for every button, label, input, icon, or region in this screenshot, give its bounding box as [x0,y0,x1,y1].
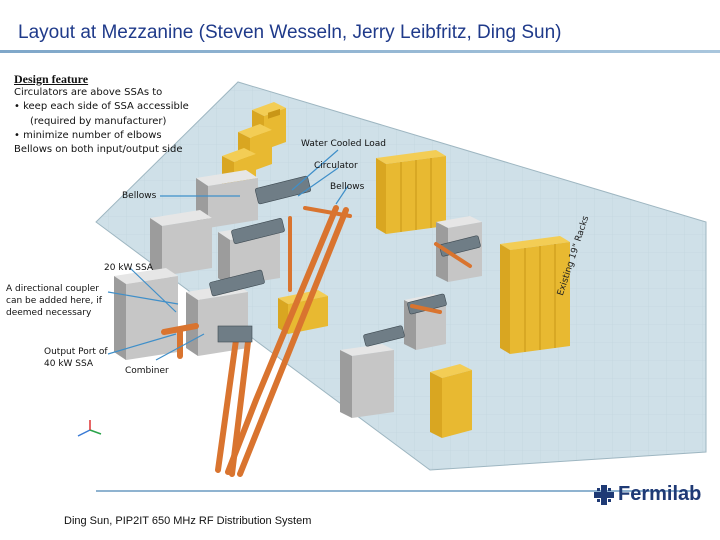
waveguide-pipes [161,205,472,477]
combiner-block [217,325,253,343]
label-directional-coupler: A directional coupler can be added here,… [6,284,102,318]
footer-divider [96,490,696,492]
label-combiner: Combiner [125,366,169,376]
design-line-2: Bellows on both input/output side [14,144,183,156]
design-bullet-1-cont: (required by manufacturer) [30,115,167,127]
label-bellows-right: Bellows [330,182,365,192]
design-bullet-1: • keep each side of SSA accessible [14,101,189,113]
label-water-cooled-load: Water Cooled Load [301,139,386,149]
label-circulator: Circulator [314,161,358,171]
design-bullet-2: • minimize number of elbows [14,129,162,141]
design-feature-heading: Design feature [14,72,89,86]
design-line-1: Circulators are above SSAs to [14,87,163,99]
label-20kw-ssa: 20 kW SSA [104,263,154,273]
footer-text: Ding Sun, PIP2IT 650 MHz RF Distribution… [64,515,312,527]
rack-group-right [278,150,570,438]
title-divider [0,50,720,53]
label-output-port: Output Port of 40 kW SSA [44,347,108,369]
fermilab-logo: Fermilab [594,483,701,506]
page-title: Layout at Mezzanine (Steven Wesseln, Jer… [18,22,562,43]
axis-triad-icon [77,420,102,437]
callout-lines [107,149,349,361]
fermilab-mark-icon [594,484,614,505]
fermilab-logo-text: Fermilab [618,483,702,505]
label-bellows-left: Bellows [122,191,157,201]
design-feature-box: Design feature Circulators are above SSA… [14,72,204,157]
